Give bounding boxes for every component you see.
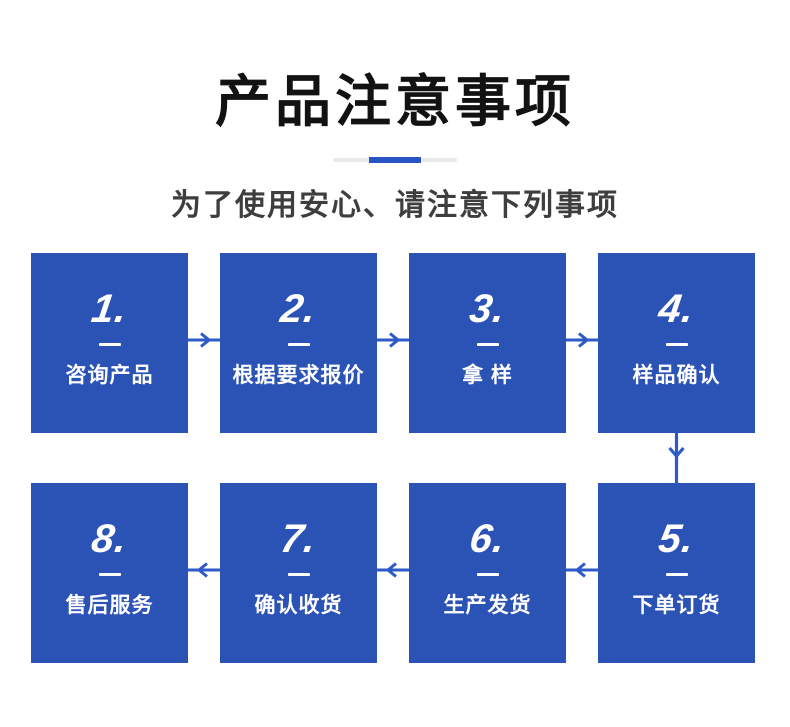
step-number: 5. — [655, 517, 698, 561]
step-number: 2. — [277, 287, 320, 331]
page-title: 产品注意事项 — [215, 70, 575, 133]
step-number: 6. — [466, 517, 509, 561]
step-number: 7. — [277, 517, 320, 561]
title-divider — [333, 156, 457, 164]
step-label: 生产发货 — [443, 594, 532, 617]
step-box-3: 3. 拿 样 — [409, 253, 566, 433]
step-dash — [98, 573, 121, 576]
step-dash — [287, 343, 310, 346]
step-dash — [476, 573, 499, 576]
step-label: 咨询产品 — [65, 364, 154, 387]
step-number: 1. — [88, 287, 131, 331]
step-label: 确认收货 — [254, 594, 343, 617]
step-dash — [98, 343, 121, 346]
divider-blue-bar — [369, 157, 421, 163]
arrow-right-icon — [566, 330, 598, 350]
step-box-7: 7. 确认收货 — [220, 483, 377, 663]
step-dash — [476, 343, 499, 346]
arrow-left-icon — [188, 560, 220, 580]
step-box-4: 4. 样品确认 — [598, 253, 755, 433]
page-subtitle: 为了使用安心、请注意下列事项 — [171, 189, 619, 222]
arrow-right-icon — [377, 330, 409, 350]
step-label: 售后服务 — [65, 594, 154, 617]
step-box-8: 8. 售后服务 — [31, 483, 188, 663]
step-number: 8. — [88, 517, 131, 561]
step-label: 样品确认 — [632, 364, 721, 387]
step-number: 4. — [655, 287, 698, 331]
arrow-right-icon — [188, 330, 220, 350]
step-box-2: 2. 根据要求报价 — [220, 253, 377, 433]
step-dash — [665, 343, 688, 346]
step-box-6: 6. 生产发货 — [409, 483, 566, 663]
step-label: 根据要求报价 — [232, 364, 365, 387]
arrow-down-icon — [666, 433, 687, 483]
arrow-left-icon — [377, 560, 409, 580]
step-dash — [287, 573, 310, 576]
step-label: 拿 样 — [462, 364, 513, 387]
step-label: 下单订货 — [632, 594, 721, 617]
step-box-1: 1. 咨询产品 — [31, 253, 188, 433]
step-dash — [665, 573, 688, 576]
step-box-5: 5. 下单订货 — [598, 483, 755, 663]
step-number: 3. — [466, 287, 509, 331]
arrow-left-icon — [566, 560, 598, 580]
